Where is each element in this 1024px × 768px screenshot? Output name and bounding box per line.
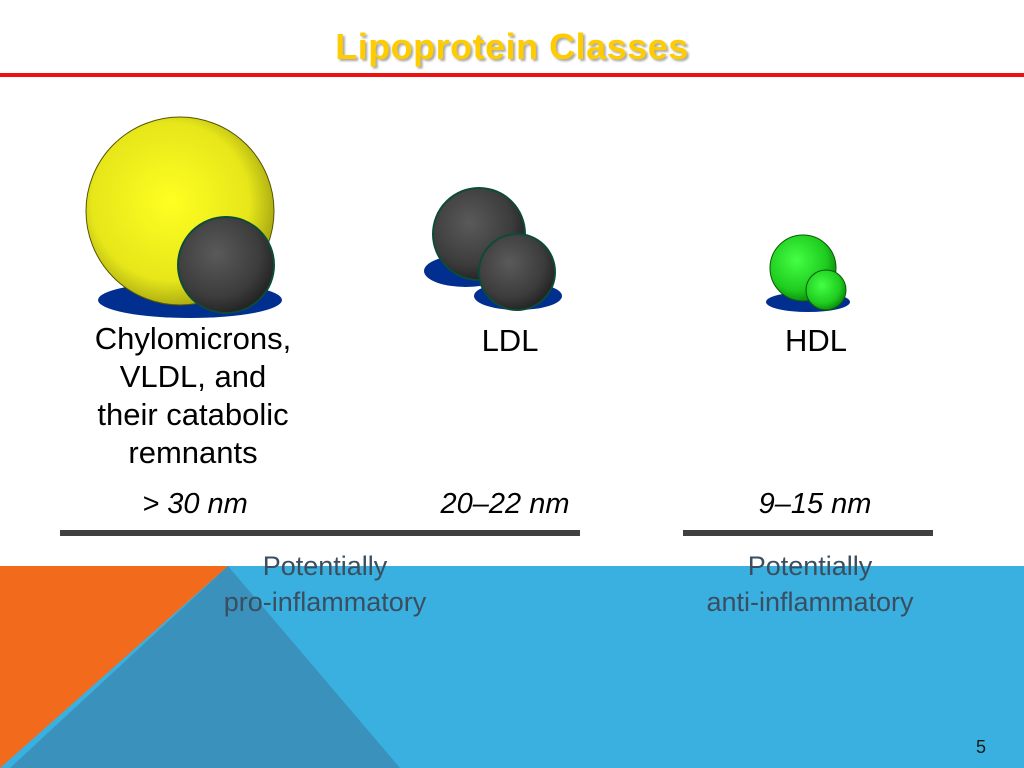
pro-inflammatory-line-2: pro-inflammatory — [223, 587, 427, 617]
anti-inflammatory-line-1: Potentially — [747, 551, 873, 581]
anti-inflammatory-rule — [683, 530, 933, 536]
ldl-small-sphere — [478, 233, 556, 311]
hdl-label: HDL — [736, 322, 896, 360]
chylomicron-particles — [85, 116, 282, 318]
bottom-band-dark-triangle — [10, 566, 400, 768]
hdl-label-line-1: HDL — [784, 323, 847, 358]
chylomicron-small-sphere — [177, 216, 275, 314]
ldl-label: LDL — [430, 322, 590, 360]
chylomicrons-label-line-3: their catabolic — [97, 397, 289, 432]
anti-inflammatory-label: Potentially anti-inflammatory — [660, 548, 960, 620]
chylomicrons-size: > 30 nm — [142, 488, 248, 520]
ldl-size: 20–22 nm — [440, 488, 570, 520]
title-underline — [0, 73, 1024, 77]
chylomicrons-label: Chylomicrons, VLDL, and their catabolic … — [60, 320, 326, 472]
chylomicrons-label-line-1: Chylomicrons, — [94, 321, 292, 356]
hdl-particles — [766, 234, 850, 312]
page-number: 5 — [975, 737, 986, 757]
pro-inflammatory-rule — [60, 530, 580, 536]
ldl-label-line-1: LDL — [481, 323, 539, 358]
hdl-size: 9–15 nm — [758, 488, 872, 520]
slide-title: Lipoprotein Classes — [335, 26, 689, 67]
pro-inflammatory-label: Potentially pro-inflammatory — [160, 548, 490, 620]
ldl-particles — [424, 187, 562, 311]
hdl-small-sphere — [805, 269, 847, 311]
chylomicrons-label-line-2: VLDL, and — [119, 359, 267, 394]
anti-inflammatory-line-2: anti-inflammatory — [706, 587, 914, 617]
bottom-band-orange — [0, 566, 228, 768]
pro-inflammatory-line-1: Potentially — [262, 551, 388, 581]
chylomicrons-label-line-4: remnants — [128, 435, 258, 470]
